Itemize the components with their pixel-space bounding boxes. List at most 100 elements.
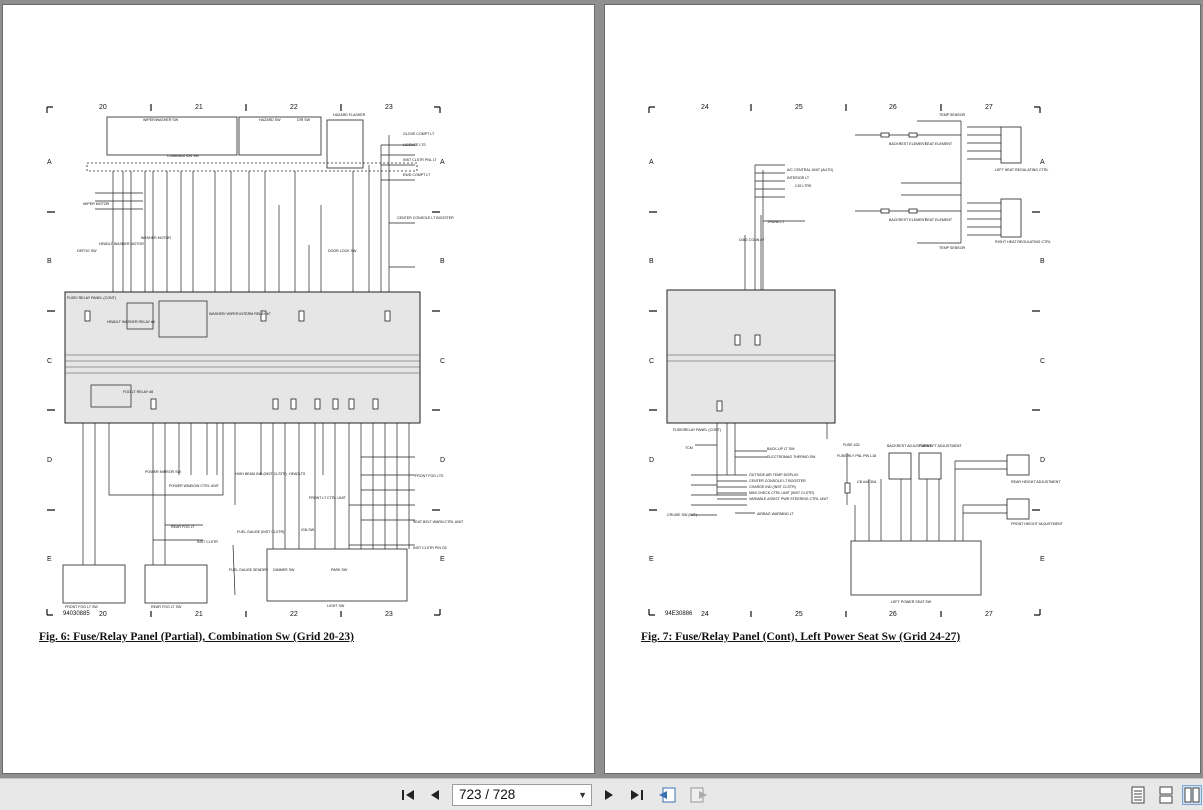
grid-row-c-right: C bbox=[1040, 358, 1045, 365]
continuous-view-button[interactable] bbox=[1156, 785, 1176, 805]
previous-page-button[interactable] bbox=[426, 785, 444, 805]
first-page-button[interactable] bbox=[398, 785, 418, 805]
grid-col-21-top: 21 bbox=[195, 104, 203, 111]
label-headlt-washer-motor: HEADLT WASHER MOTOR bbox=[99, 242, 144, 246]
label-charge-ind: CHARGE IND (INST CLSTR) bbox=[749, 485, 796, 489]
label-front-fog-lt-sw: FRONT FOG LT SW bbox=[65, 605, 98, 609]
figure-code: 94030885 bbox=[63, 611, 90, 617]
grid-col-27-top: 27 bbox=[985, 104, 993, 111]
grid-row-e-right: E bbox=[1040, 556, 1045, 563]
grid-col-20-bottom: 20 bbox=[99, 611, 107, 618]
next-view-icon bbox=[690, 787, 707, 803]
label-left-heat-ctrl: LEFT HEAT REGULATING CTRL bbox=[995, 168, 1048, 172]
label-washer-wiper-relay: WASHER/ WIPER INTERM RELAY #7 bbox=[209, 312, 271, 316]
label-backrest-element-bottom: BACKREST ELEMENT bbox=[889, 218, 927, 222]
label-front-height-adjustment: FRONT HEIGHT ADJUSTMENT bbox=[1011, 522, 1064, 526]
first-page-icon bbox=[402, 790, 414, 800]
label-tcm: TCM bbox=[685, 446, 693, 450]
label-mini-check: MINI CHECK CTRL UNIT (INST CLSTR) bbox=[749, 491, 814, 495]
label-ign-sw: IGN SW bbox=[301, 528, 315, 532]
grid-row-d-right: D bbox=[1040, 457, 1045, 464]
label-hazard-flasher: HAZARD FLASHER bbox=[333, 113, 366, 117]
grid-row-e-left: E bbox=[47, 556, 52, 563]
label-back-up-lt-sw: BACK-UP LT SW bbox=[767, 447, 795, 451]
grid-col-20-top: 20 bbox=[99, 104, 107, 111]
figure-code: 94E30886 bbox=[665, 611, 693, 617]
label-ewd-compt-lt: EWD COMPT LT bbox=[403, 173, 431, 177]
label-right-heat-ctrl: RIGHT HEAT REGULATING CTRL bbox=[995, 240, 1051, 244]
label-electromag-thermo-sw: ELECTROMAG THERMO SW bbox=[767, 455, 816, 459]
label-rear-fog-lt-sw: REAR FOG LT SW bbox=[151, 605, 182, 609]
label-wiper-washer-sw: WIPER/WASHER SW bbox=[143, 118, 179, 122]
grid-col-24-bottom: 24 bbox=[701, 611, 709, 618]
next-page-icon bbox=[605, 790, 613, 800]
grid-row-a-left: A bbox=[47, 159, 52, 166]
label-fuel-gauge-sender: FUEL GAUGE SENDER bbox=[229, 568, 268, 572]
label-cig-ltr: CIG LTRS bbox=[795, 184, 812, 188]
label-fore-aft-adjustment: FORE/AFT ADJUSTMENT bbox=[919, 444, 962, 448]
grid-row-c-right: C bbox=[440, 358, 445, 365]
label-variable-assist: VARIABLE ASSIST PWR STEERING CTRL UNIT bbox=[749, 497, 829, 501]
two-page-view-icon bbox=[1184, 787, 1200, 803]
label-inst-clstr-pin: INST CLSTR PIN C8 bbox=[413, 546, 446, 550]
grid-row-b-right: B bbox=[1040, 258, 1045, 265]
grid-col-25-top: 25 bbox=[795, 104, 803, 111]
label-license-lts: LICENSE LTS bbox=[403, 143, 426, 147]
document-page-right: 24 25 26 27 24 25 26 27 A B C D E A B C … bbox=[604, 4, 1201, 774]
grid-row-b-left: B bbox=[649, 258, 654, 265]
label-wiper-motor: WIPER MOTOR bbox=[83, 202, 109, 206]
label-left-power-seat-sw: LEFT POWER SEAT SW bbox=[891, 600, 932, 604]
label-backrest-element-top: BACKREST ELEMENT bbox=[889, 142, 927, 146]
grid-row-a-right: A bbox=[440, 159, 445, 166]
label-backrest-adjustment: BACKREST ADJUSTMENT bbox=[887, 444, 932, 448]
grid-col-22-top: 22 bbox=[290, 104, 298, 111]
grid-row-b-right: B bbox=[440, 258, 445, 265]
last-page-button[interactable] bbox=[626, 785, 648, 805]
grid-row-a-right: A bbox=[1040, 159, 1045, 166]
label-airbag-warning-lt: AIRBAG WARNING LT bbox=[757, 512, 795, 516]
page-number-select[interactable]: 723 / 728 ▼ bbox=[452, 784, 592, 806]
two-page-view-button[interactable] bbox=[1182, 785, 1202, 805]
grid-col-26-bottom: 26 bbox=[889, 611, 897, 618]
label-high-beam-ind: HIGH BEAM IND (INST CLSTR) bbox=[235, 472, 287, 476]
label-front-fog-lts: FRONT FOG LTS bbox=[415, 474, 444, 478]
figure-caption-left: Fig. 6: Fuse/Relay Panel (Partial), Comb… bbox=[39, 631, 354, 643]
label-interior-lt: INTERIOR LT bbox=[787, 176, 810, 180]
label-center-console-booster: CENTER CONSOLE LT BOOSTER bbox=[749, 479, 806, 483]
label-glove-compt-lt: GLOVE COMPT LT bbox=[403, 132, 435, 136]
next-view-button[interactable] bbox=[686, 785, 710, 805]
grid-row-e-right: E bbox=[440, 556, 445, 563]
label-front-lt-ctrl-unit: FRONT LT CTRL UNIT bbox=[309, 496, 347, 500]
label-washer-motor: WASHER MOTOR bbox=[141, 236, 171, 240]
label-fuse-rly-pnl: FUSE/RLY PNL PIN L18 bbox=[837, 454, 876, 458]
label-circuit-breaker: CB #44 30A bbox=[857, 480, 877, 484]
grid-col-23-bottom: 23 bbox=[385, 611, 393, 618]
figure-caption-right: Fig. 7: Fuse/Relay Panel (Cont), Left Po… bbox=[641, 631, 961, 643]
label-fog-lt-relay: FOG LT RELAY #8 bbox=[123, 390, 153, 394]
label-fuse-relay-panel: FUSE/ RELAY PANEL (CONT) bbox=[67, 296, 116, 300]
label-rear-height-adjustment: REAR HEIGHT ADJUSTMENT bbox=[1011, 480, 1061, 484]
single-page-view-button[interactable] bbox=[1128, 785, 1148, 805]
next-page-button[interactable] bbox=[600, 785, 618, 805]
grid-col-23-top: 23 bbox=[385, 104, 393, 111]
label-power-window-ctrl: POWER WINDOW CTRL UNIT bbox=[169, 484, 220, 488]
label-outside-air-temp: OUTSIDE AIR TEMP DISPLAY bbox=[749, 473, 799, 477]
grid-row-c-left: C bbox=[649, 358, 654, 365]
label-headlt-washer-relay: HEADLT WASHER RELAY #6 bbox=[107, 320, 155, 324]
label-light-sw: LIGHT SW bbox=[327, 604, 345, 608]
grid-row-d-left: D bbox=[47, 457, 52, 464]
wiring-diagram-fig7: 24 25 26 27 24 25 26 27 A B C D E A B C … bbox=[648, 104, 1064, 618]
label-park-sw: PARK SW bbox=[331, 568, 348, 572]
document-viewer[interactable]: 20 21 22 23 20 21 22 23 A B C D E A B C … bbox=[0, 0, 1203, 778]
label-hazard-sw: HAZARD SW bbox=[259, 118, 281, 122]
label-headlts: HEADLTS bbox=[289, 472, 306, 476]
label-fuse-32: FUSE #32 bbox=[843, 443, 860, 447]
previous-view-button[interactable] bbox=[656, 785, 680, 805]
label-temp-sensor-bottom: TEMP SENSOR bbox=[939, 246, 965, 250]
page-number-display: 723 / 728 bbox=[459, 787, 516, 802]
label-fuse-relay-panel: FUSE/RELAY PANEL (CONT) bbox=[673, 428, 721, 432]
label-diag-conn: DIAG CONN #7 bbox=[739, 238, 764, 242]
document-page-left: 20 21 22 23 20 21 22 23 A B C D E A B C … bbox=[2, 4, 595, 774]
wiring-diagram-fig6: 20 21 22 23 20 21 22 23 A B C D E A B C … bbox=[46, 104, 464, 618]
grid-col-21-bottom: 21 bbox=[195, 611, 203, 618]
